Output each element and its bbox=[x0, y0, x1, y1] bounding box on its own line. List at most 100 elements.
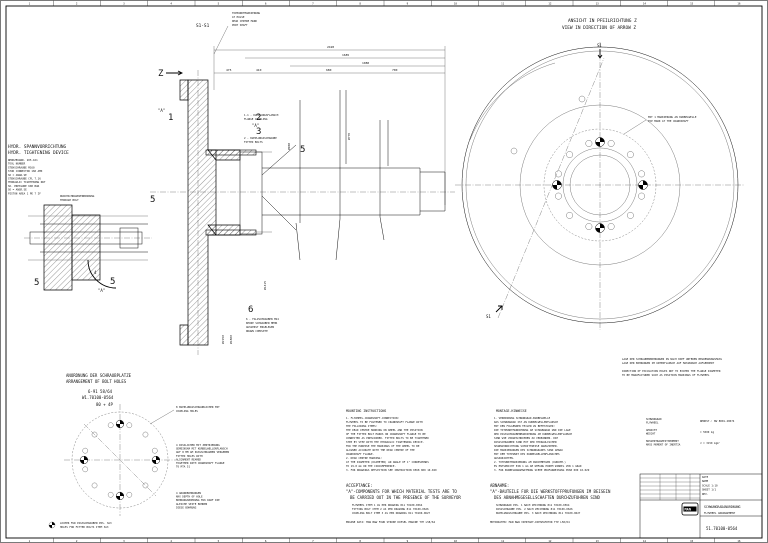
hydraulic-title-de: HYDR. SPANNVORRICHTUNG bbox=[8, 144, 67, 150]
dim-row2: 475 bbox=[226, 68, 232, 72]
plan-note-top: TOP MARK AT THE CRANKSHAFT bbox=[648, 119, 689, 123]
plan-aux-hole bbox=[578, 95, 586, 103]
mounting-line: ALIGNED ACCURATE WITH THE DEAD CENTRE OF… bbox=[346, 448, 415, 452]
dim-top: 2420 bbox=[327, 45, 334, 49]
note-6-line: KEINE SCHRAUBEN MEHR bbox=[246, 321, 278, 325]
hydraulic-line: STUD CONNECTOR 160 AMK bbox=[8, 169, 43, 173]
vertical-dims: Ø2150 Ø1800 Ø1415 Ø900 Ø776 bbox=[220, 133, 351, 344]
grid-ticks: 1122334455667788991010111112121313141415… bbox=[29, 0, 741, 543]
detail-note: THROUGH BOLT bbox=[60, 198, 79, 202]
dim-vertical: Ø1415 bbox=[262, 281, 267, 290]
mounting-line: CRANKSHAFT FLANGE. bbox=[346, 452, 374, 456]
center-mark-fill bbox=[552, 185, 557, 190]
plan-bolt-hole bbox=[585, 140, 593, 147]
plan-view: ANSICHT IN PFEILRICHTUNG Z VIEW IN DIREC… bbox=[455, 18, 745, 377]
mounting-line: 3. FOR DRAWINGS DEFLECTION SEE INSTRUCTI… bbox=[346, 468, 437, 472]
note-2-line: FITTED BOLTS bbox=[244, 140, 263, 144]
bolt-note-mid-line: AUF 8 MM AM PASSSCHRAUBEN VERGEBEN bbox=[176, 450, 230, 454]
grid-label: 9 bbox=[407, 539, 409, 543]
plan-bolt-hole bbox=[566, 151, 573, 158]
top-note-line: DEAD CENTRE MARK bbox=[232, 19, 257, 23]
grid-label: 10 bbox=[454, 2, 458, 6]
view-title-en: VIEW IN DIRECTION OF ARROW Z bbox=[562, 25, 636, 31]
plan-note-bottom2: DIRECTION OF EXCAVATION HOLES NOT TO EXC… bbox=[622, 369, 721, 373]
callout-5: 5 bbox=[34, 278, 39, 288]
bolt-note-mid-line: TOGETHER WITH CRANKSHAFT FLANGE bbox=[176, 461, 225, 465]
top-note-line: TOPPUNKTMARKIERUNG bbox=[232, 11, 261, 15]
section-marker-bottom: S1 bbox=[486, 314, 491, 319]
montage-line: DAS SCHWUNGRAD IST AN KURBELWELLENFLANSC… bbox=[494, 420, 558, 424]
bolt-hole bbox=[107, 422, 114, 428]
grid-label: 5 bbox=[218, 2, 220, 6]
grid-label: 8 bbox=[359, 539, 361, 543]
bolt-note-left: HOLES FOR FITTED BOLTS ITEM 3A3 bbox=[60, 525, 109, 529]
montage-line: 3. FUR KURBELWANGENATMUNG SIEHE PRUFANWE… bbox=[494, 468, 590, 472]
dim-top: 1080 bbox=[362, 61, 369, 65]
center-mark-fill bbox=[84, 456, 88, 460]
title-small-row: SCALE 1:10 bbox=[702, 483, 718, 487]
bolt-arrangement: ANORDNUNG DER SCHRAUBPLATZE ARRANGEMENT … bbox=[48, 373, 230, 529]
bolt-title-de: ANORDNUNG DER SCHRAUBPLATZE bbox=[66, 373, 132, 378]
acceptance-line: BE CARRIED OUT IN THE PRESENCE OF THE SU… bbox=[350, 495, 461, 500]
grid-label: 15 bbox=[690, 2, 694, 6]
center-mark-fill bbox=[600, 137, 605, 142]
bolt-holes bbox=[79, 419, 161, 501]
plan-bolt-hole bbox=[627, 212, 634, 219]
montage-line: ES ENTSPRICHT EIN 1 mm AM UMFANG EINEM W… bbox=[494, 464, 582, 468]
detail-a-label: "A" bbox=[98, 288, 105, 293]
note-1-line: FLANGE COUPLING bbox=[244, 117, 268, 121]
title-en: FLYWHEEL ARRANGEMENT bbox=[704, 511, 736, 515]
callout-5: 5 bbox=[110, 277, 115, 287]
bolt-ref: 6-91 58/64 bbox=[88, 389, 113, 394]
part-de-line: KUPPLUNGSSCHRAUBE POS. 3 NACH ZEICHNUNG … bbox=[496, 511, 581, 515]
bolt-note-mid-line: FITTED HOLES WITH bbox=[176, 454, 203, 458]
center-mark-fill bbox=[595, 142, 600, 147]
montage-line: MIT DEM TOTPUNKT DES KURBELWELLENFLANSCH… bbox=[494, 452, 560, 456]
grid-label: 2 bbox=[76, 539, 78, 543]
dim-row2: 680 bbox=[326, 68, 332, 72]
hydraulic-device-block: HYDR. SPANNVORRICHTUNG HYDR. TIGHTENING … bbox=[8, 144, 152, 293]
grid-label: 16 bbox=[737, 2, 741, 6]
hydraulic-title-en: HYDR. TIGHTENING DEVICE bbox=[8, 150, 69, 156]
callout-6: 6 bbox=[248, 305, 253, 315]
bolt-note-mid-line: GEMEINSAM MIT KURBELWELLENFLANSCH bbox=[176, 447, 228, 451]
center-mark-fill bbox=[600, 223, 605, 228]
hydraulic-line: SO = ANGR.SE bbox=[8, 173, 27, 177]
top-note: TOPPUNKTMARKIERUNG AT HULSE DEAD CENTRE … bbox=[232, 11, 261, 27]
grid-label: 7 bbox=[312, 2, 314, 6]
man-logo: MAN bbox=[681, 502, 699, 516]
arrow-z-label: Z bbox=[158, 69, 164, 79]
mounting-instructions: MOUNTING INSTRUCTIONS 1. FLYWHEEL-CRANKS… bbox=[346, 409, 437, 472]
grid-label: 3 bbox=[123, 539, 125, 543]
grid-label: 6 bbox=[265, 2, 267, 6]
dim-vertical: Ø1800 bbox=[228, 335, 233, 344]
note-6-line: 6 - FALZSCHRAUBEN M24 bbox=[246, 317, 279, 321]
bolt-note-low-line: DIESE BOHRUNG bbox=[176, 505, 197, 509]
engine-en: ENGINE DATA: MAN B&W FOUR STROKE DIESEL … bbox=[346, 520, 435, 524]
acceptance-en: ACCEPTANCE: "A"-COMPONENTS FOR WHICH MAT… bbox=[346, 483, 461, 524]
acceptance-de-title: ABNAHME: bbox=[490, 483, 509, 488]
part-line: COUPLING BOLT ITEM 3 AS PER DRAWING 811 … bbox=[352, 511, 431, 515]
grid-label: 12 bbox=[548, 539, 552, 543]
bolt-hole bbox=[107, 492, 114, 498]
hydraulic-line: WERKZEUGNR. 205.161 bbox=[8, 158, 38, 162]
plan-aux-hole bbox=[510, 147, 518, 155]
montage-line: DIE MARKIERUNGEN DES SCHWUNGRADES SIND G… bbox=[494, 448, 563, 452]
spec-label-en: FLYWHEEL bbox=[646, 421, 659, 425]
section-marker-top: S1 bbox=[597, 43, 602, 48]
center-mark-fill bbox=[156, 456, 160, 460]
section-view: S1-S1 TOPPUNKTMARKIERUNG AT HULSE DEAD C… bbox=[150, 11, 455, 355]
spec-value: J = 3150 kgm² bbox=[700, 441, 721, 445]
mounting-line: THE DEAD CENTRE MARKING ON WHEEL AND THE… bbox=[346, 428, 423, 432]
montage-line: 1. VERBINDUNG SCHWUNGRAD-KURBELWELLE bbox=[494, 416, 551, 420]
montage-line: DER PASSSCHRAUBENMARKIERUNG AM KURBELWEL… bbox=[494, 432, 573, 436]
mounting-line: TO 19.8 mm ON THE CIRCUMFERENCE. bbox=[346, 464, 396, 468]
grid-label: 2 bbox=[76, 2, 78, 6]
plan-note-bottom: LAGE DER SCHRAUBENBOHRUNGEN IN NACH KOPF… bbox=[622, 357, 722, 361]
title-small-row: DATE bbox=[702, 475, 709, 479]
dim-vertical: Ø776 bbox=[346, 133, 351, 140]
bolt-note-mid-line: ALIGNMENT REAMED bbox=[176, 457, 201, 461]
brand-logo-text: MAN bbox=[685, 508, 692, 512]
grid-label: 8 bbox=[359, 2, 361, 6]
